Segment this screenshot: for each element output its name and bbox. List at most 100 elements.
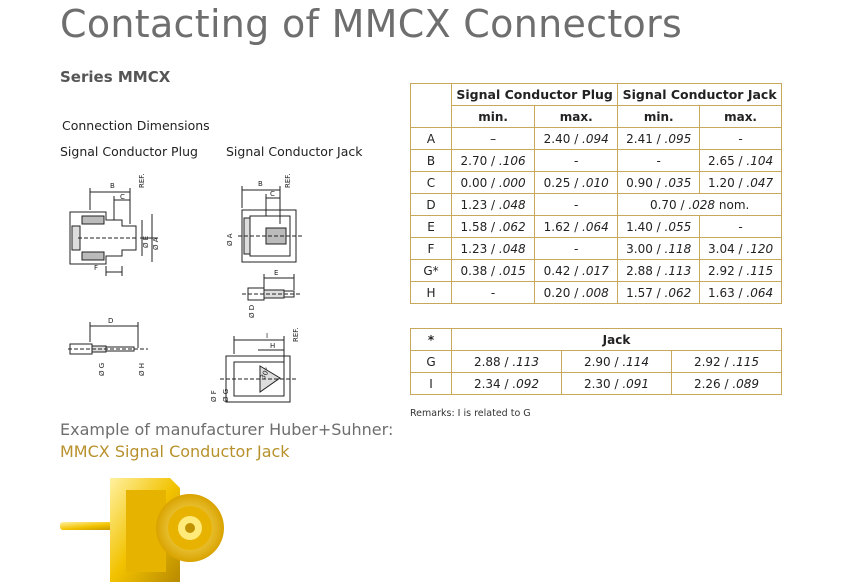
plug-max-cell: - xyxy=(534,237,619,260)
jack-min-cell: 1.40 / .055 xyxy=(617,215,701,238)
jack-max-cell: 3.04 / .120 xyxy=(699,237,782,260)
jack-max-cell: - xyxy=(699,127,782,150)
jack-dim-label-g: Ø G xyxy=(222,389,230,402)
jack-min-cell: 0.90 / .035 xyxy=(617,171,701,194)
plug-max-cell: 1.62 / .064 xyxy=(534,215,619,238)
plug-min-cell: 0.00 / .000 xyxy=(450,171,536,194)
plug-min-cell: 1.23 / .048 xyxy=(450,193,536,216)
jack-min-cell: 2.88 / .113 xyxy=(617,259,701,282)
jack-dim-label-e: E xyxy=(274,269,278,277)
plug-min-header: min. xyxy=(450,105,536,128)
jack-dim-label-b: B xyxy=(258,180,263,188)
dim-label-f: F xyxy=(94,264,98,272)
row-label: B xyxy=(410,149,452,172)
connector-photo xyxy=(60,478,224,582)
connection-dimensions-drawing: B C REF. Ø E Ø A F D Ø G Ø H B C REF. Ø … xyxy=(68,174,302,403)
jack-drawing-label: Signal Conductor Jack xyxy=(226,144,363,159)
plug-max-header: max. xyxy=(534,105,619,128)
jack-value-cell: 2.30 / .091 xyxy=(561,372,672,395)
row-label: G* xyxy=(410,259,452,282)
jack-min-cell: - xyxy=(617,149,701,172)
plug-max-cell: 0.25 / .010 xyxy=(534,171,619,194)
dim-label-g: Ø G xyxy=(98,363,106,376)
plug-max-cell: 0.42 / .017 xyxy=(534,259,619,282)
page-title: Contacting of MMCX Connectors xyxy=(60,2,683,46)
jack-dim-label-h: H xyxy=(270,342,275,350)
jack-max-cell: 1.20 / .047 xyxy=(699,171,782,194)
row-label: E xyxy=(410,215,452,238)
plug-max-cell: 0.20 / .008 xyxy=(534,281,619,304)
plug-min-cell: 1.23 / .048 xyxy=(450,237,536,260)
plug-max-cell: - xyxy=(534,193,619,216)
plug-pin-drawing xyxy=(68,322,148,355)
jack-max-cell: 2.92 / .115 xyxy=(699,259,782,282)
plug-min-cell: 0.38 / .015 xyxy=(450,259,536,282)
example-product-name: MMCX Signal Conductor Jack xyxy=(60,442,290,461)
remarks: Remarks: I is related to G xyxy=(410,408,531,419)
plug-max-cell: 2.40 / .094 xyxy=(534,127,619,150)
dimensions-table: Signal Conductor Plug Signal Conductor J… xyxy=(410,83,782,304)
jack-max-header: max. xyxy=(699,105,782,128)
row-label: F xyxy=(410,237,452,260)
plug-max-cell: - xyxy=(534,149,619,172)
plug-group-header: Signal Conductor Plug xyxy=(450,83,619,106)
dim-label-d: D xyxy=(108,317,113,325)
jack-dim-label-i: I xyxy=(266,332,268,340)
jack-section-ref: REF. xyxy=(292,328,300,342)
plug-min-cell: 2.70 / .106 xyxy=(450,149,536,172)
jack-pin-drawing xyxy=(242,274,302,301)
row-label: G xyxy=(410,350,452,373)
dim-label-e: Ø E xyxy=(142,236,150,248)
row-label: D xyxy=(410,193,452,216)
dim-label-h: Ø H xyxy=(138,363,146,376)
jack-dim-label-a: Ø A xyxy=(226,233,234,246)
dim-label-ref: REF. xyxy=(138,174,146,188)
jack-dim-label-f: Ø F xyxy=(210,390,218,402)
plug-min-cell: 1.58 / .062 xyxy=(450,215,536,238)
jack-value-cell: 2.90 / .114 xyxy=(561,350,672,373)
jack-min-header: min. xyxy=(617,105,701,128)
jack-max-cell: 1.63 / .064 xyxy=(699,281,782,304)
jack-min-cell: 3.00 / .118 xyxy=(617,237,701,260)
dim-label-b: B xyxy=(110,182,115,190)
plug-drawing-label: Signal Conductor Plug xyxy=(60,144,198,159)
jack-value-cell: 2.34 / .092 xyxy=(451,372,562,395)
jack-max-cell: 2.65 / .104 xyxy=(699,149,782,172)
jack-dim-label-ref: REF. xyxy=(284,174,292,188)
example-caption: Example of manufacturer Huber+Suhner: xyxy=(60,420,394,439)
plug-min-cell: – xyxy=(450,127,536,150)
connection-dimensions-label: Connection Dimensions xyxy=(62,118,210,133)
star-header: * xyxy=(410,328,452,351)
jack-nom-cell: 0.70 / .028 nom. xyxy=(617,193,782,216)
row-label: A xyxy=(410,127,452,150)
jack-max-cell: - xyxy=(699,215,782,238)
jack-min-cell: 2.41 / .095 xyxy=(617,127,701,150)
row-label: I xyxy=(410,372,452,395)
row-label: C xyxy=(410,171,452,194)
jack-group-header: Signal Conductor Jack xyxy=(617,83,782,106)
jack-dim-label-d: Ø D xyxy=(248,305,256,318)
jack-section-drawing xyxy=(220,336,298,403)
dim-label-c: C xyxy=(120,193,125,201)
jack-dim-label-c: C xyxy=(270,190,275,198)
jack-drawing xyxy=(238,186,302,263)
plug-min-cell: - xyxy=(450,281,536,304)
jack-value-cell: 2.26 / .089 xyxy=(671,372,782,395)
jack-header: Jack xyxy=(451,328,782,351)
jack-min-cell: 1.57 / .062 xyxy=(617,281,701,304)
jack-value-cell: 2.92 / .115 xyxy=(671,350,782,373)
row-label: H xyxy=(410,281,452,304)
dim-label-a: Ø A xyxy=(152,237,160,250)
jack-value-cell: 2.88 / .113 xyxy=(451,350,562,373)
